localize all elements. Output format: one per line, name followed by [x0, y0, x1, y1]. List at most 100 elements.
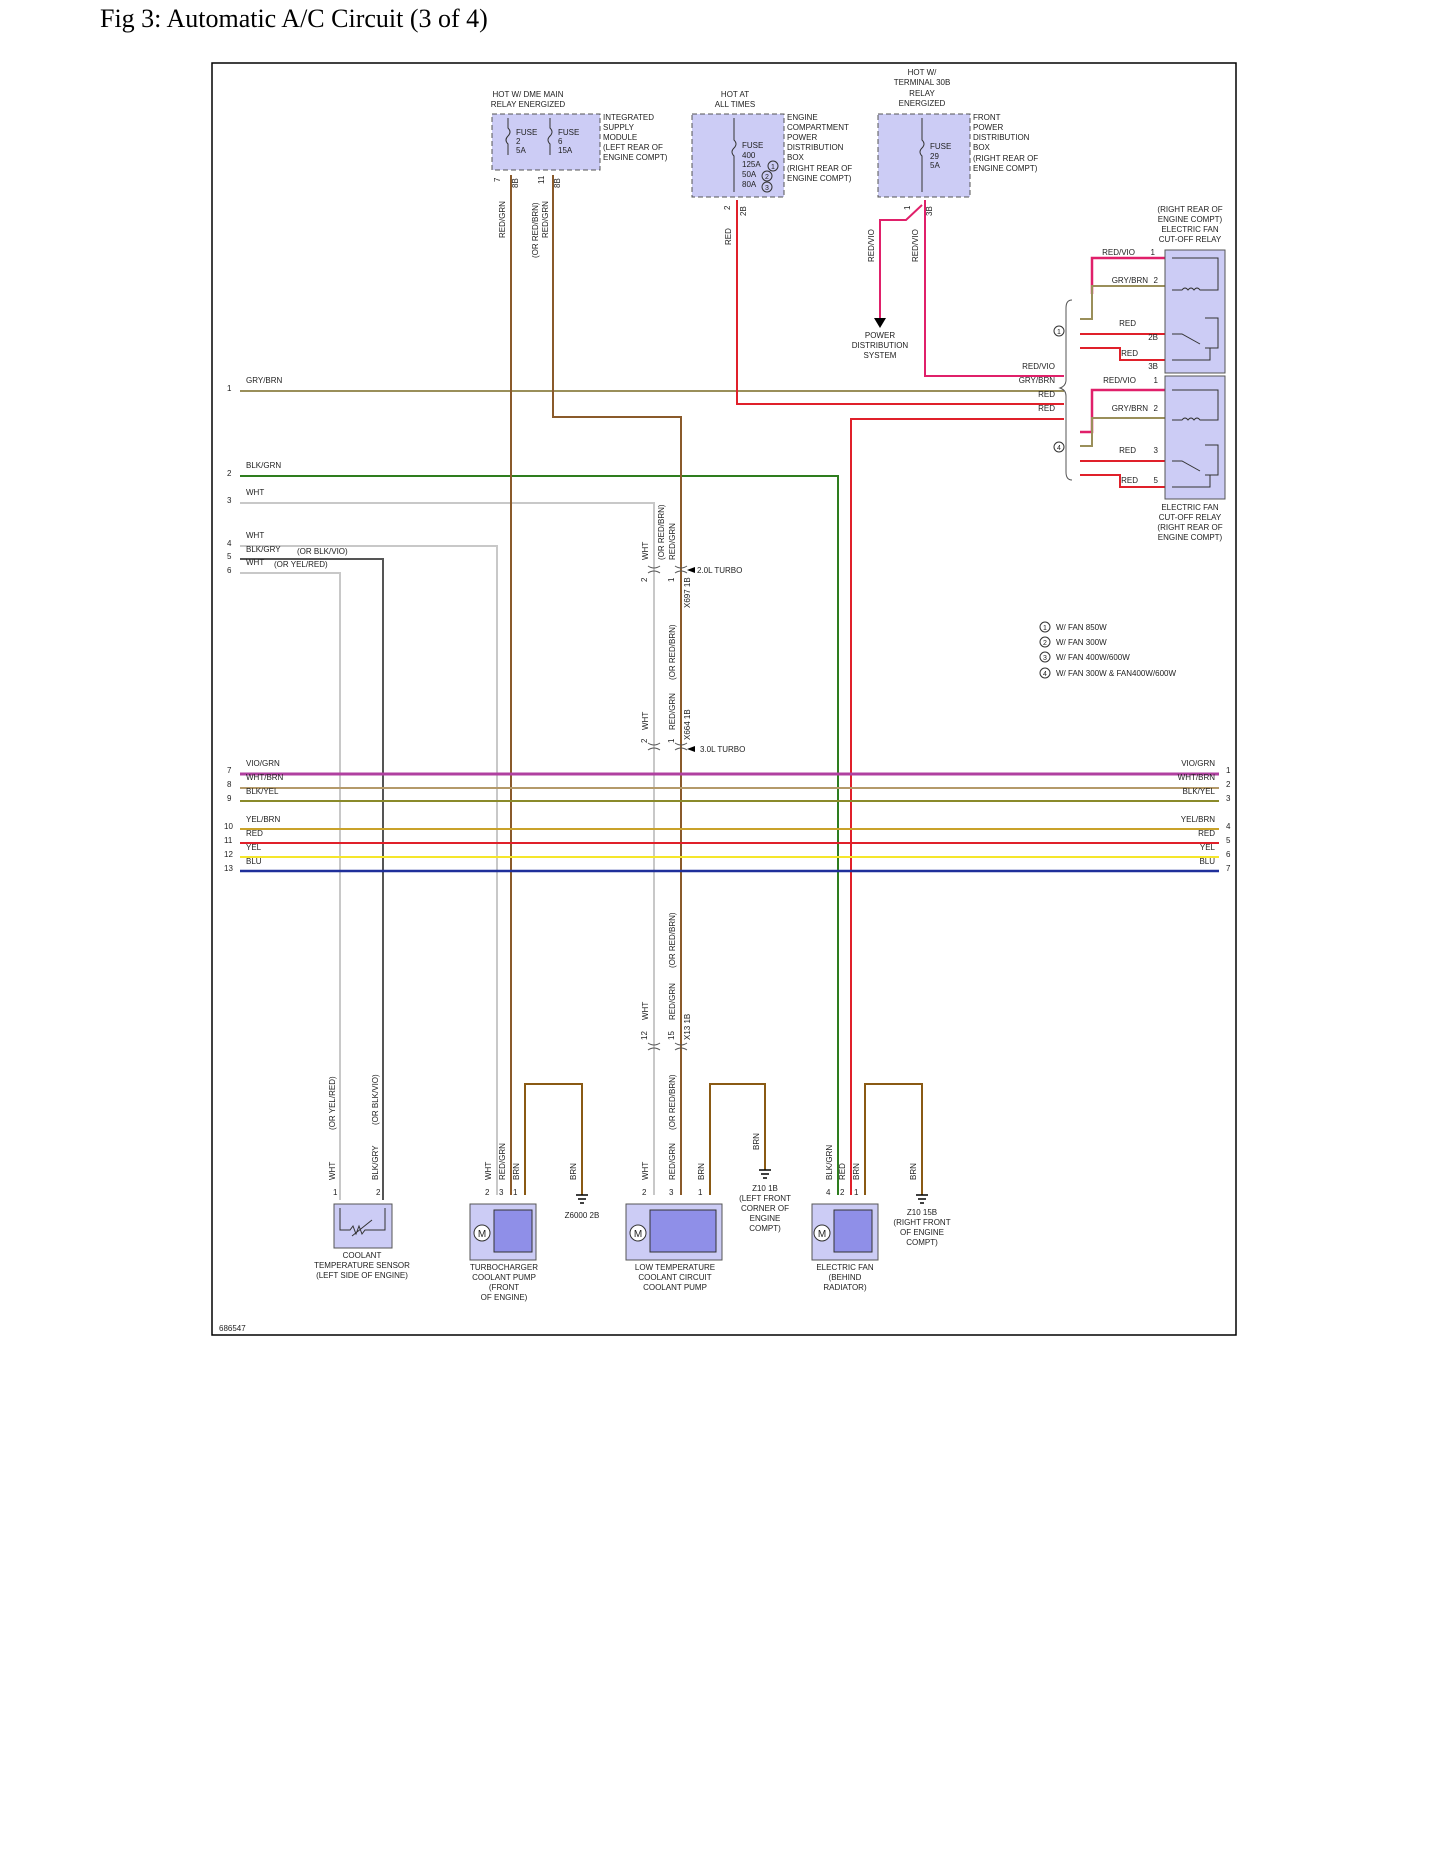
x664-id: X664 1B: [683, 709, 692, 740]
ground-z10-15b-line-3: COMPT): [906, 1238, 938, 1247]
legend-marker-2: [1039, 636, 1051, 648]
fan-motor-icon: [813, 1224, 831, 1242]
relay1-title-2: ENGINE COMPT): [1158, 215, 1223, 224]
bus-3-left-label: BLK/YEL: [246, 787, 279, 796]
relay2-wire-2: GRY/BRN: [1112, 404, 1149, 413]
fuse-29-label: FUSE: [930, 142, 951, 151]
bus-7-left-label: BLU: [246, 857, 262, 866]
ism-name-5: ENGINE COMPT): [603, 153, 668, 162]
label-or-red-brn-ltpump: (OR RED/BRN): [668, 1074, 677, 1130]
bus-7-right-label: BLU: [1199, 857, 1215, 866]
x697-id: X697 1B: [683, 577, 692, 608]
sensor-body: [333, 1203, 393, 1249]
wire-red-vio-fpdb: [924, 200, 1064, 377]
fan-module: [833, 1209, 873, 1253]
relay1-coil: [1172, 257, 1219, 291]
left-wire-1-num: 1: [227, 384, 232, 393]
figure-title: Fig 3: Automatic A/C Circuit (3 of 4): [100, 4, 488, 33]
fuse-400-number: 400: [742, 151, 756, 160]
x13-label-wht: WHT: [641, 1002, 650, 1020]
x664-pin-2: 2: [640, 738, 649, 743]
fuse-400-label: FUSE: [742, 141, 763, 150]
relay1-wire-4: RED: [1121, 349, 1138, 358]
left-wire-3-label: WHT: [246, 488, 264, 497]
relay-brace: [1058, 299, 1073, 481]
wire-blk-grn-2: [240, 475, 839, 1195]
turbo-pin-2: 2: [485, 1188, 490, 1197]
label-blk-gry-sensor: BLK/GRY: [371, 1145, 380, 1180]
pds-arrow: [874, 318, 886, 328]
stack-gry-brn: GRY/BRN: [1019, 376, 1056, 385]
relay1-wire-2: GRY/BRN: [1112, 276, 1149, 285]
ecpdb-name-2: COMPARTMENT: [787, 123, 849, 132]
bus-4-right-label: YEL/BRN: [1181, 815, 1215, 824]
x13-pin-12: 12: [640, 1031, 649, 1040]
relay1-title-4: CUT-OFF RELAY: [1159, 235, 1222, 244]
fuse-29-number: 29: [930, 152, 939, 161]
turbo-name-4: OF ENGINE): [481, 1293, 528, 1302]
fpdb-name-5: (RIGHT REAR OF: [973, 154, 1038, 163]
relay2-coil: [1172, 389, 1219, 421]
fuse-400-symbol: [731, 118, 737, 192]
fuse-2-rating: 5A: [516, 146, 526, 155]
label-red-vio-pds: RED/VIO: [867, 229, 876, 262]
low-temperature-coolant-pump: 2 3 1 M LOW TEMPERATURE COOLANT CIRCUIT …: [625, 1188, 723, 1292]
bus-6-right-num: 6: [1226, 850, 1231, 859]
bus-5-right-num: 5: [1226, 836, 1231, 845]
bus-4-right-num: 4: [1226, 822, 1231, 831]
power-distribution-system: POWER DISTRIBUTION SYSTEM: [852, 318, 908, 360]
relay2-box: [1164, 375, 1226, 500]
ground-z10-15b-symbol: [916, 1194, 928, 1204]
fan-name-1: ELECTRIC FAN: [816, 1263, 874, 1272]
legend-item-4: W/ FAN 300W & FAN400W/600W: [1056, 669, 1176, 678]
relay2-wire-1: RED/VIO: [1103, 376, 1136, 385]
legend-marker-4: [1039, 667, 1051, 679]
left-wire-5-label: BLK/GRY: [246, 545, 281, 554]
bus-1-right-num: 1: [1226, 766, 1231, 775]
relay2-title-2: CUT-OFF RELAY: [1159, 513, 1222, 522]
x697-pin-2-symbol: [647, 565, 661, 574]
ism-name-4: (LEFT REAR OF: [603, 143, 663, 152]
x697-pin-1: 1: [667, 577, 676, 582]
brace-marker-4-text: 4: [1057, 445, 1061, 452]
ism-box: [491, 113, 601, 171]
legend-marker-2-text: 2: [1043, 640, 1047, 647]
ecpdb-pin-2-conn: 2B: [739, 206, 748, 216]
left-wire-6-alt: (OR YEL/RED): [274, 560, 328, 569]
left-wire-5-alt: (OR BLK/VIO): [297, 547, 348, 556]
wire-wht-3: [240, 502, 655, 1195]
fan-pin-4: 4: [826, 1188, 831, 1197]
bus-7-left-num: 13: [224, 864, 233, 873]
pds-text-1: POWER: [865, 331, 895, 340]
x697-pin-2: 2: [640, 577, 649, 582]
relay2-pin-2: 2: [1154, 404, 1159, 413]
fan-name-2: (BEHIND: [829, 1273, 862, 1282]
marker-3-text: 3: [765, 185, 769, 192]
relay2-title-1: ELECTRIC FAN: [1161, 503, 1219, 512]
wire-wht-6: [240, 572, 341, 1200]
fpdb-name-1: FRONT: [973, 113, 1001, 122]
x13-label-or-red-brn: (OR RED/BRN): [668, 912, 677, 968]
bus-3-right-label: BLK/YEL: [1183, 787, 1216, 796]
ground-z10-1b-id: Z10 1B: [752, 1184, 778, 1193]
fuse-400-rating-3: 80A: [742, 180, 757, 189]
sensor-name-2: TEMPERATURE SENSOR: [314, 1261, 410, 1270]
sensor-name-1: COOLANT: [343, 1251, 382, 1260]
ground-z10-15b-id: Z10 15B: [907, 1208, 937, 1217]
x697-note: 2.0L TURBO: [697, 566, 742, 575]
bus-5-right-label: RED: [1198, 829, 1215, 838]
engine-compartment-power-distribution-box: HOT AT ALL TIMES FUSE 400 125A 50A 80A 1…: [691, 90, 852, 216]
bus-2-right-label: WHT/BRN: [1178, 773, 1216, 782]
ground-z6000-id: Z6000 2B: [565, 1211, 600, 1220]
fuse-29-symbol: [919, 118, 925, 192]
ltpump-module: [649, 1209, 717, 1253]
label-red-grn-left: RED/GRN: [498, 201, 507, 238]
ism-header-2: RELAY ENERGIZED: [491, 100, 566, 109]
ecpdb-box: [691, 113, 785, 198]
ltpump-pin-2: 2: [642, 1188, 647, 1197]
relay1-title-1: (RIGHT REAR OF: [1157, 205, 1222, 214]
ecpdb-name-6: (RIGHT REAR OF: [787, 164, 852, 173]
label-brn-fan: BRN: [852, 1163, 861, 1180]
bus-6-left-num: 12: [224, 850, 233, 859]
left-wire-1-label: GRY/BRN: [246, 376, 283, 385]
